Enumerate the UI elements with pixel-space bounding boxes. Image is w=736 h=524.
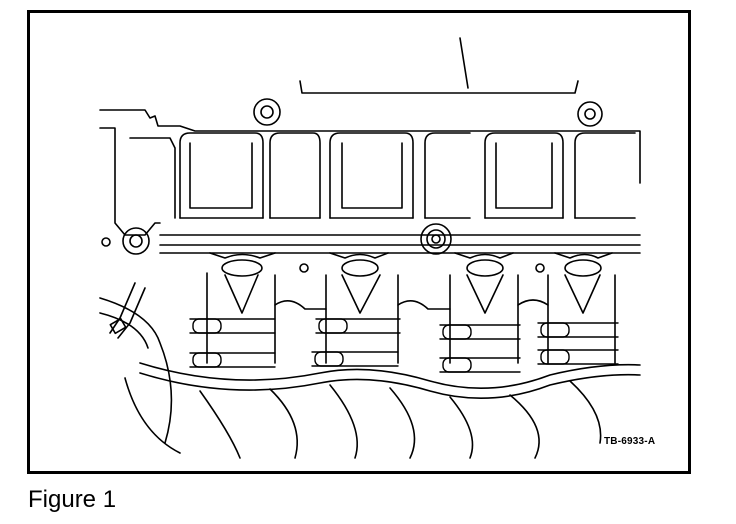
block-channels [179,132,636,219]
engine-block-upper [99,37,641,254]
figure-caption: Figure 1 [28,486,117,513]
manifold-lower [99,297,641,459]
hose-clamps [189,318,619,373]
block-bolts [101,98,603,273]
intake-manifold-illustration [99,37,641,459]
sensor-wire [109,282,146,339]
injector-cups [209,252,613,277]
intake-runners [206,272,616,364]
figure-frame: TB-6933-A [27,10,691,474]
figure-reference-code: TB-6933-A [604,436,656,447]
